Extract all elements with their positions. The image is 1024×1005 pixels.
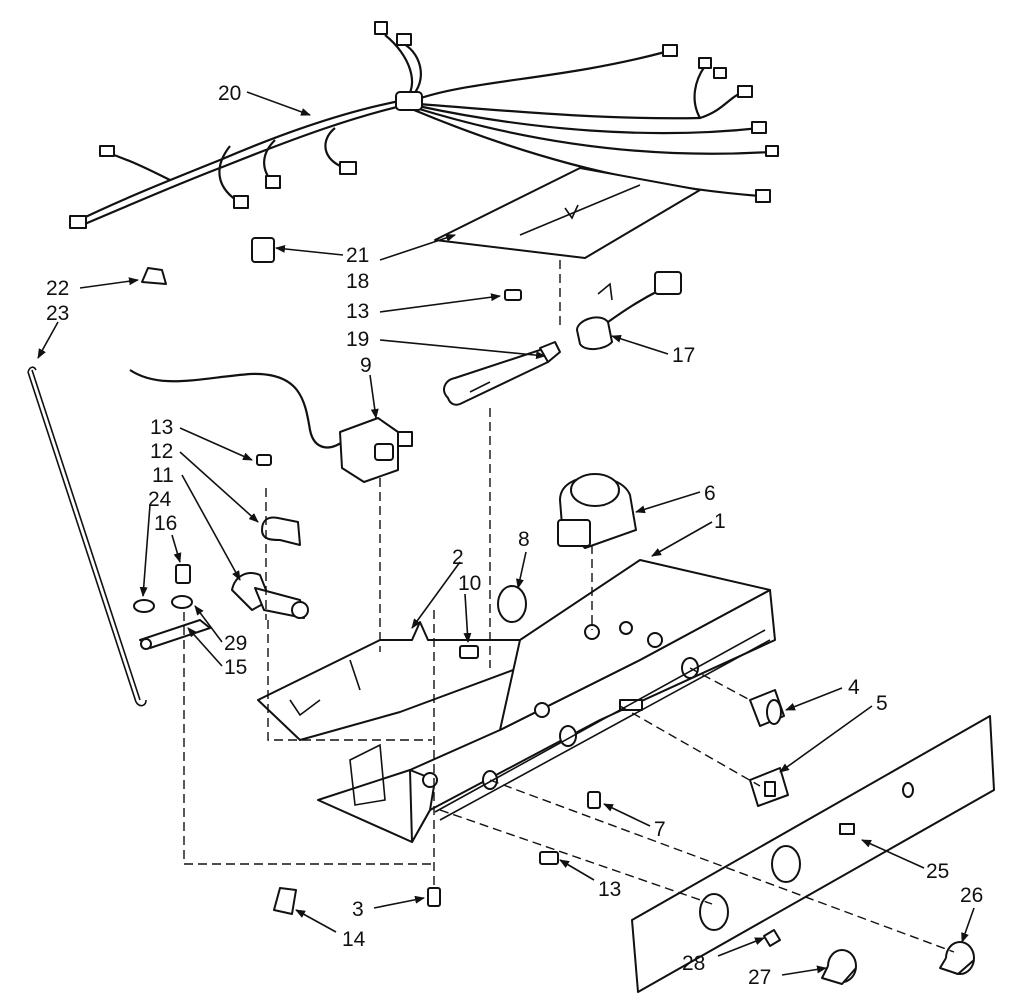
switch-parts [749,689,789,807]
alignment-lines [183,260,955,953]
control-panel [631,715,995,993]
connector-plug [265,175,281,189]
callout-3: 3 [352,898,364,921]
callout-2: 2 [452,546,464,569]
small-clip [141,267,167,285]
callout-1: 1 [714,510,726,533]
callout-15: 15 [224,656,247,679]
defrost-timer [557,473,637,549]
connector-plug [396,33,412,46]
retainer-clip [273,887,297,915]
defrost-connector [576,271,682,350]
callout-13: 13 [150,416,173,439]
wire-harness [69,21,779,229]
wire-clip [251,237,275,263]
connector-plug [755,189,771,203]
callout-6: 6 [704,482,716,505]
screw [587,791,601,809]
connector-plug [765,145,779,157]
callout-17: 17 [672,344,695,367]
control-rod [27,366,147,707]
leader-lines [37,91,975,976]
callout-13: 13 [346,300,369,323]
callout-7: 7 [654,818,666,841]
callout-9: 9 [360,354,372,377]
callout-10: 10 [458,572,481,595]
callout-18: 18 [346,270,369,293]
connector-plug [713,67,727,79]
adjuster-parts [133,564,211,650]
harness-junction [395,91,423,111]
callout-13: 13 [598,878,621,901]
screw [427,887,441,907]
callout-16: 16 [154,512,177,535]
callout-25: 25 [926,860,949,883]
callout-14: 14 [342,928,366,951]
callout-22: 22 [46,277,69,300]
callout-21: 21 [346,244,369,267]
control-housing [317,559,776,843]
mounting-bracket [257,621,541,741]
screw [539,851,559,865]
callout-26: 26 [960,884,983,907]
connector-plug [69,215,87,229]
callout-28: 28 [682,952,705,975]
connector-plug [374,21,388,35]
callout-27: 27 [748,966,771,989]
connector-plug [698,57,712,69]
callout-labels: 20 21 18 13 19 17 22 23 9 13 12 11 24 16… [46,82,983,989]
callout-11: 11 [152,464,174,487]
lamp-socket [231,572,309,619]
connector-plug [99,145,115,157]
knobs [763,929,975,985]
callout-19: 19 [346,328,369,351]
callout-12: 12 [150,440,173,463]
callout-20: 20 [218,82,241,105]
heater-sensor [443,341,561,406]
callout-4: 4 [848,676,860,699]
callout-24: 24 [148,488,172,511]
callout-23: 23 [46,302,69,325]
connector-plug [339,161,357,175]
cover-plate [434,167,701,259]
callout-8: 8 [518,528,530,551]
callout-5: 5 [876,692,888,715]
grommet [497,585,527,623]
connector-plug [737,85,753,98]
callout-29: 29 [224,632,247,655]
connector-plug [751,121,767,134]
connector-plug [662,44,678,57]
screw [504,289,522,301]
screw [459,645,479,659]
connector-plug [233,195,249,209]
light-bracket [256,454,301,546]
